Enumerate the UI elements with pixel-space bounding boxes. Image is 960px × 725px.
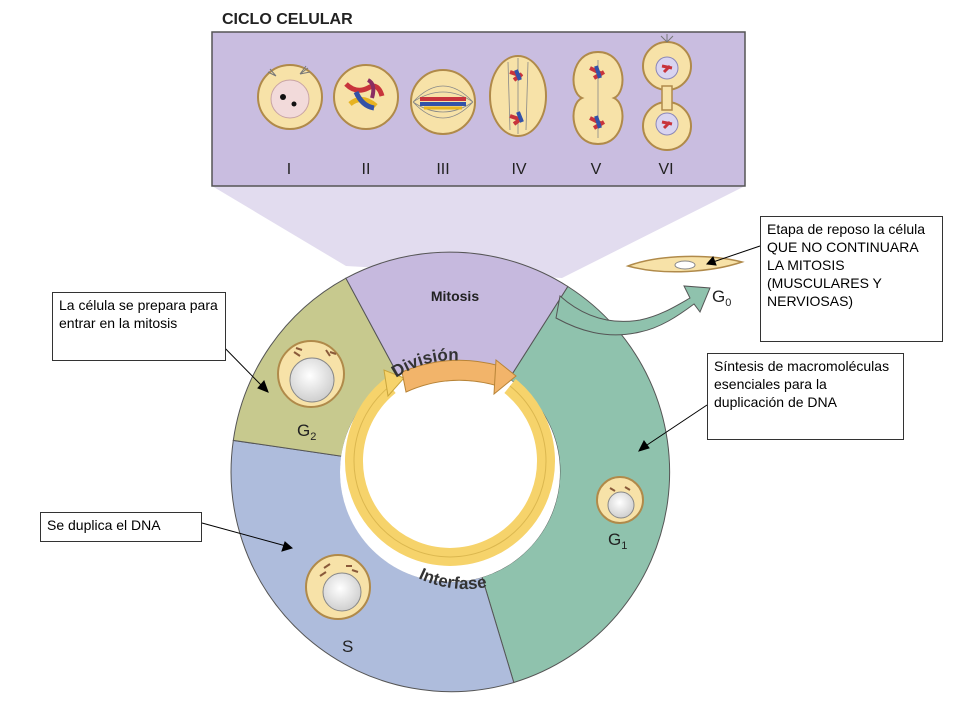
s-label: S xyxy=(342,637,353,656)
stage-label-5: V xyxy=(591,161,602,178)
g1-cell xyxy=(596,476,644,524)
stage-cell-5 xyxy=(572,50,624,146)
callout-g0: Etapa de reposo la célula QUE NO CONTINU… xyxy=(760,216,943,342)
stage-label-1: I xyxy=(287,161,291,178)
stage-cell-3 xyxy=(410,69,476,135)
callout-pointers xyxy=(201,245,761,552)
interphase-arrow-head xyxy=(383,369,405,398)
g0-exit-arrow xyxy=(555,285,711,336)
stage-label-6: VI xyxy=(658,161,673,178)
division-arrow-head xyxy=(493,359,517,396)
center-hole xyxy=(340,362,560,582)
stage-cell-2 xyxy=(333,64,399,130)
g0-label: G0 xyxy=(712,287,731,309)
stage-label-4: IV xyxy=(511,161,526,178)
callout-g1: Síntesis de macromoléculas esenciales pa… xyxy=(707,353,904,440)
zoom-funnel xyxy=(212,186,745,278)
s-cell xyxy=(305,554,371,620)
stage-cell-1 xyxy=(257,64,323,130)
stage-cell-6 xyxy=(642,34,692,151)
stage-label-2: II xyxy=(362,161,371,178)
stage-label-3: III xyxy=(436,161,449,178)
diagram-title: CICLO CELULAR xyxy=(222,11,353,28)
stage-cell-4 xyxy=(489,55,547,137)
callout-g2: La célula se prepara para entrar en la m… xyxy=(52,292,226,361)
mitosis-label: Mitosis xyxy=(431,288,479,304)
g1-label: G1 xyxy=(608,530,627,552)
g2-cell xyxy=(277,340,345,408)
g2-label: G2 xyxy=(297,421,316,443)
callout-s: Se duplica el DNA xyxy=(40,512,202,542)
g0-resting-cell xyxy=(625,255,745,273)
